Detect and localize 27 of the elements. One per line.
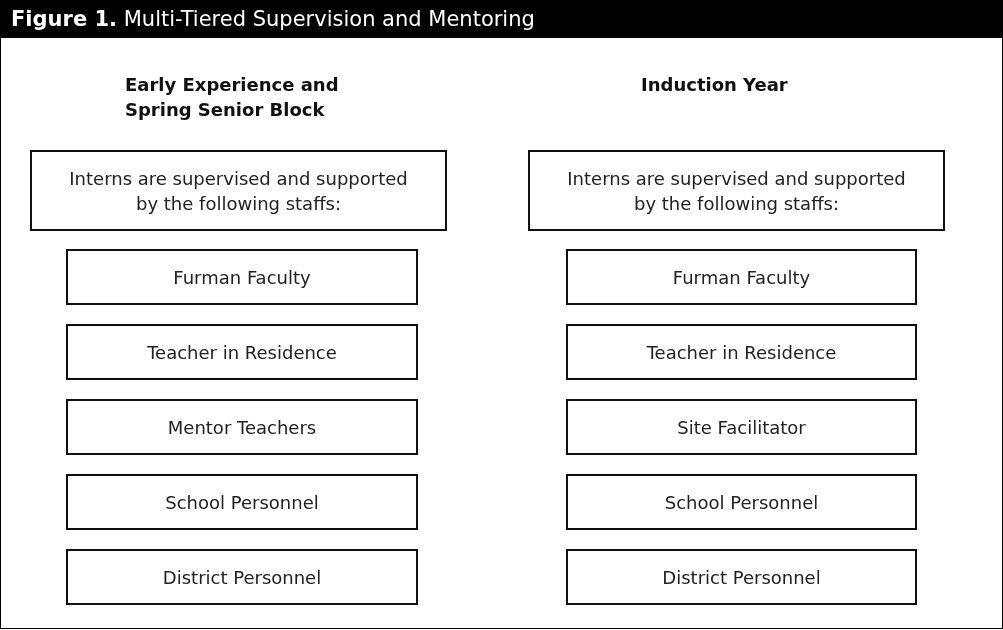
box-text: School Personnel xyxy=(664,490,819,515)
box-text: District Personnel xyxy=(662,565,821,590)
column-heading: Early Experience and Spring Senior Block xyxy=(125,73,340,122)
staff-box xyxy=(566,324,917,380)
figure-title: Figure 1. Multi-Tiered Supervision and Mentoring xyxy=(1,0,1002,38)
box-text: Teacher in Residence xyxy=(646,340,837,365)
box-text: Mentor Teachers xyxy=(167,415,317,440)
staff-box xyxy=(566,549,917,605)
staff-box xyxy=(66,249,418,305)
staff-box xyxy=(566,474,917,530)
intro-box xyxy=(528,150,945,231)
box-text: Furman Faculty xyxy=(672,265,811,290)
box-text: Interns are supervised and supported by the following staffs: xyxy=(566,166,907,216)
box-text: Teacher in Residence xyxy=(147,340,337,365)
staff-box xyxy=(66,324,418,380)
box-text: District Personnel xyxy=(162,565,322,590)
column-heading: Induction Year xyxy=(641,73,789,97)
box-text: Interns are supervised and supported by the following staffs: xyxy=(68,166,409,216)
box-text: Furman Faculty xyxy=(173,265,311,290)
staff-box xyxy=(566,249,917,305)
box-text: School Personnel xyxy=(165,490,319,515)
staff-box xyxy=(66,474,418,530)
box-text: Site Facilitator xyxy=(677,415,806,440)
staff-box xyxy=(66,399,418,455)
intro-box xyxy=(30,150,447,231)
staff-box xyxy=(66,549,418,605)
staff-box xyxy=(566,399,917,455)
